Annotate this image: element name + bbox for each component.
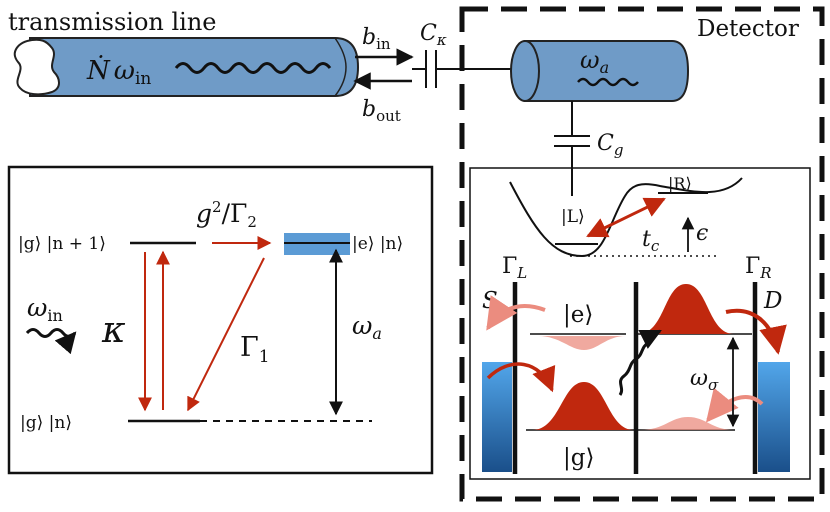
wavefunction-g-left (532, 382, 634, 430)
tc-label: tc (642, 227, 660, 255)
tunneling-arrow (586, 197, 666, 238)
detector-cavity (510, 40, 690, 102)
gamma-L-label: ΓL (502, 254, 527, 282)
gamma1-decay-arrow (187, 257, 265, 412)
c-kappa-label: Cκ (420, 21, 447, 49)
dot-state-e-label: |e⟩ (563, 302, 593, 328)
source-lead (482, 362, 512, 472)
epsilon-label: ϵ (696, 221, 708, 246)
omega-a-cavity-label: ωa (580, 46, 609, 77)
dqd-box (469, 167, 811, 480)
state-e-n-label: |e⟩ |n⟩ (352, 234, 403, 254)
transmission-line-label: transmission line (8, 8, 217, 36)
tl-wave (174, 62, 332, 74)
state-g-n-label: |g⟩ |n⟩ (20, 413, 72, 433)
wavefunction-g-right-faint (640, 417, 734, 430)
photon-absorption-wave (618, 329, 662, 396)
drain-tunnel-out-arrow (725, 308, 787, 355)
level-diagram-box (7, 165, 434, 475)
transmission-line-cable (13, 37, 360, 97)
c-g-label: Cg (597, 131, 623, 159)
dot-state-g-label: |g⟩ (563, 445, 594, 471)
wavefunction-e-right (638, 284, 734, 334)
input-photon-wave (25, 328, 77, 355)
omega-sigma-label: ωσ (690, 366, 719, 394)
detector-label: Detector (697, 16, 799, 42)
g2-gamma2-label: g2/Γ2 (196, 198, 257, 231)
drain-lead (758, 362, 790, 472)
source-tunnel-in-arrow (486, 362, 556, 393)
cavity-wave (577, 77, 639, 87)
b-out-label: bout (362, 97, 401, 125)
gamma-R-label: ΓR (745, 254, 772, 282)
drain-label: D (763, 288, 782, 314)
b-in-label: bin (362, 25, 391, 53)
wavefunction-e-left-faint (538, 336, 626, 350)
gamma1-label: Γ1 (240, 332, 270, 367)
omega-a-label: ωa (352, 311, 382, 343)
kappa-label: κ (101, 310, 126, 351)
capacitor-c-g (554, 101, 590, 196)
state-L-label: |L⟩ (561, 207, 585, 227)
state-g-n1-label: |g⟩ |n + 1⟩ (18, 234, 106, 254)
capacitor-c-kappa (412, 50, 520, 88)
source-tunnel-out-arrow (486, 295, 546, 331)
state-R-label: |R⟩ (668, 174, 692, 193)
detector-frame (459, 6, 825, 502)
source-label: S (482, 288, 498, 314)
omega-in-label: ωin (27, 293, 63, 325)
cable-cut-end (13, 38, 60, 96)
